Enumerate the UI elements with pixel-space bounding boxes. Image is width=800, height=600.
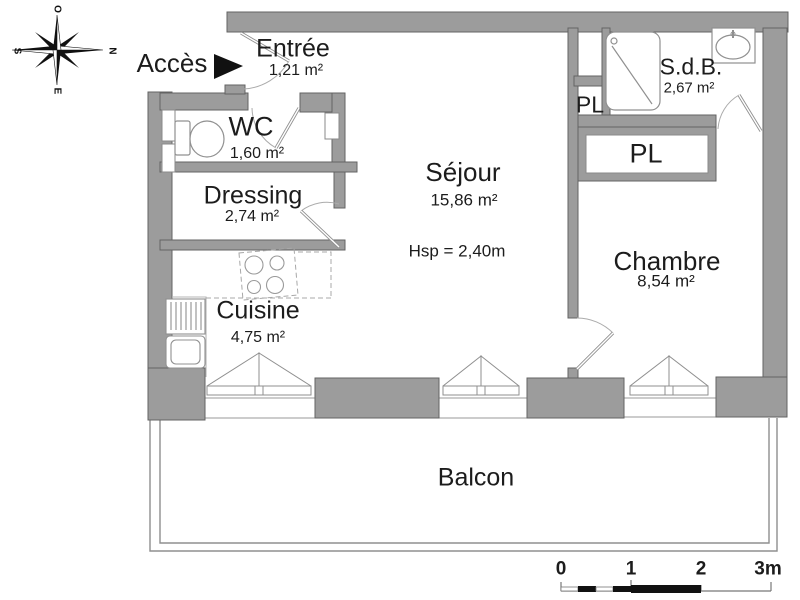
toilet-icon (174, 120, 225, 158)
scale-bar (560, 580, 772, 593)
sdb-door (717, 94, 763, 132)
closet-label-top: PL (575, 91, 605, 118)
scale-tick-2: 2 (695, 558, 707, 580)
washbasin-icon (711, 27, 756, 64)
wc-door (251, 107, 301, 149)
compass-rose-icon: O N S E (12, 5, 118, 95)
compass-west-label: O (52, 5, 63, 13)
compass-south-label: S (12, 48, 23, 55)
room-label-dressing: Dressing (203, 181, 303, 210)
windows (206, 352, 709, 396)
kitchen-sink-icon (165, 296, 207, 377)
room-label-sdb: S.d.B. (659, 53, 723, 80)
room-area-sdb: 2,67 m² (663, 79, 715, 97)
room-area-chambre: 8,54 m² (637, 271, 695, 291)
chambre-door (575, 317, 615, 371)
room-label-wc: WC (228, 111, 274, 142)
wall-niches (161, 109, 709, 174)
room-area-dressing: 2,74 m² (224, 208, 280, 225)
compass-east-label: E (52, 88, 63, 95)
access-label: Accès (136, 48, 208, 78)
room-area-cuisine: 4,75 m² (230, 329, 286, 346)
room-label-entree: Entrée (256, 34, 330, 63)
dressing-door (299, 201, 341, 249)
scale-tick-1: 1 (625, 558, 637, 580)
closet-label-large: PL (629, 138, 663, 169)
scale-tick-3m: 3m (754, 558, 782, 580)
window-cuisine (206, 352, 312, 396)
hob-icon (206, 247, 332, 301)
compass-north-label: N (107, 47, 118, 54)
entrance-door (240, 31, 290, 90)
ceiling-height-note: Hsp = 2,40m (408, 241, 506, 261)
access-arrow-icon (214, 54, 243, 79)
room-label-balcon: Balcon (437, 463, 515, 492)
room-label-chambre: Chambre (613, 246, 721, 276)
room-area-wc: 1,60 m² (229, 145, 285, 162)
room-label-cuisine: Cuisine (216, 296, 300, 325)
scale-tick-0: 0 (555, 558, 567, 580)
balcony-outline (149, 418, 778, 552)
shower-icon (605, 31, 661, 111)
room-label-sejour: Séjour (425, 157, 501, 187)
window-thresholds (182, 397, 739, 419)
window-sejour (442, 354, 520, 396)
doors (240, 31, 763, 371)
room-area-entree: 1,21 m² (268, 62, 324, 79)
window-chambre (629, 354, 709, 396)
room-area-sejour: 15,86 m² (430, 190, 498, 210)
